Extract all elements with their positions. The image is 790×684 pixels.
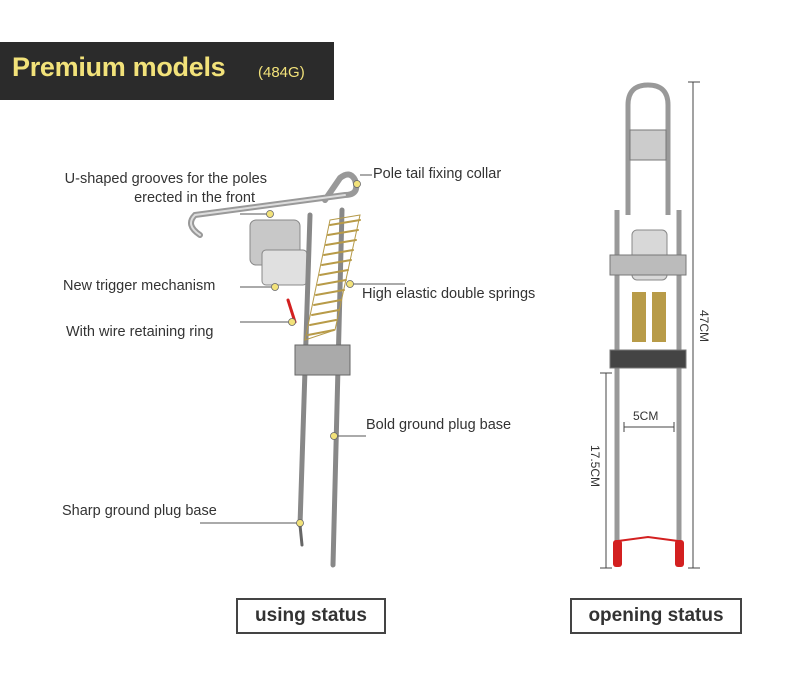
callout-dots (266, 180, 361, 527)
leader-lines (200, 174, 405, 524)
rod-holder-opening (609, 82, 687, 567)
label-sharp-base: Sharp ground plug base (62, 503, 217, 519)
label-u-grooves: U-shaped grooves for the poles (64, 171, 267, 187)
dimension-height: 47CM (697, 310, 711, 343)
label-trigger: New trigger mechanism (63, 278, 216, 294)
label-springs: High elastic double springs (362, 286, 536, 302)
label-wire-ring: With wire retaining ring (66, 324, 214, 340)
caption-opening-status: opening status (570, 598, 742, 634)
banner-title: Premium models (12, 52, 226, 82)
dimension-width: 5CM (633, 409, 659, 423)
label-bold-base: Bold ground plug base (366, 417, 512, 433)
banner-weight: (484G) (258, 64, 305, 81)
dimension-lines (600, 81, 700, 569)
title-banner: Premium models (484G) (0, 42, 334, 100)
label-u-grooves-2: erected in the front (134, 190, 255, 206)
label-pole-tail: Pole tail fixing collar (373, 166, 502, 182)
dimension-leg: 17.5CM (588, 445, 602, 488)
caption-using-status: using status (236, 598, 386, 634)
rod-holder-using (188, 171, 361, 568)
